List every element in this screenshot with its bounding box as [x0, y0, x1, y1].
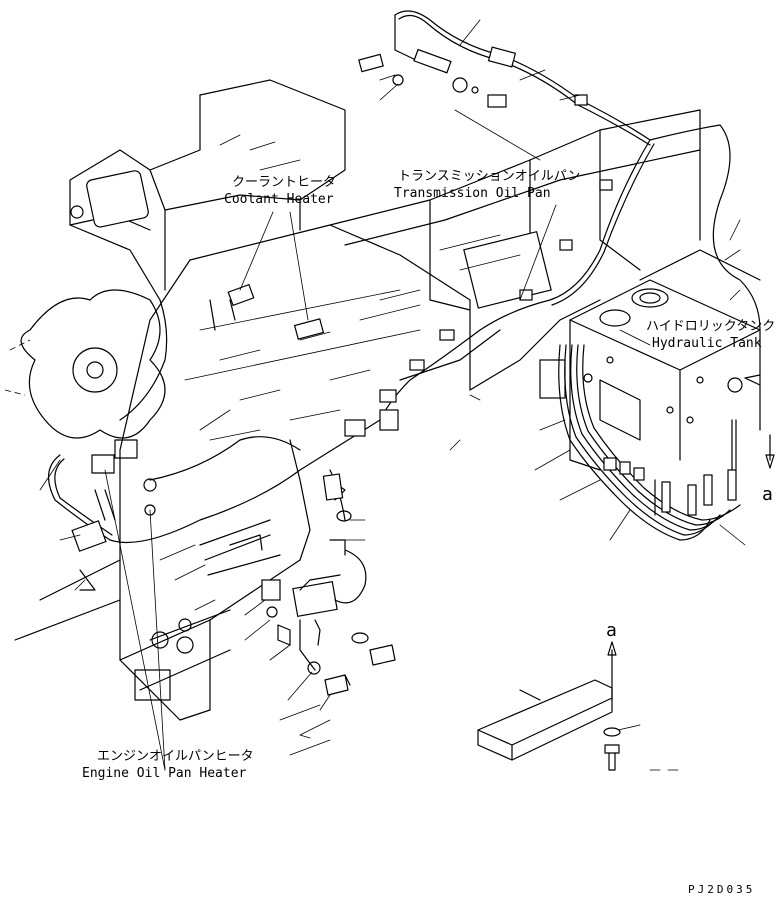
- label-coolant-heater-en: Coolant Heater: [224, 192, 334, 207]
- leader-lines: [39, 19, 746, 771]
- label-transmission-pan-en: Transmission Oil Pan: [394, 186, 551, 201]
- detail-view-a: [477, 434, 775, 771]
- engine-block: [4, 79, 471, 721]
- label-oil-pan-heater-jp: エンジンオイルパンヒータ: [97, 749, 254, 764]
- lower-harness-bundle: [558, 344, 741, 541]
- transmission-frame: [329, 109, 761, 391]
- drawing-code: PJ2D035: [688, 883, 755, 896]
- label-hydraulic-tank-en: Hydraulic Tank: [652, 336, 762, 351]
- view-marker-a-side: a: [762, 484, 773, 505]
- relay-assembly: [199, 473, 396, 756]
- label-hydraulic-tank-jp: ハイドロリックタンク: [646, 319, 775, 334]
- top-harness: [329, 10, 761, 521]
- label-oil-pan-heater-en: Engine Oil Pan Heater: [82, 766, 247, 781]
- hydraulic-tank: [539, 279, 761, 471]
- label-coolant-heater-jp: クーラントヒータ: [232, 175, 336, 190]
- label-transmission-pan-jp: トランスミッションオイルパン: [398, 169, 580, 184]
- view-marker-a-top: a: [606, 620, 617, 641]
